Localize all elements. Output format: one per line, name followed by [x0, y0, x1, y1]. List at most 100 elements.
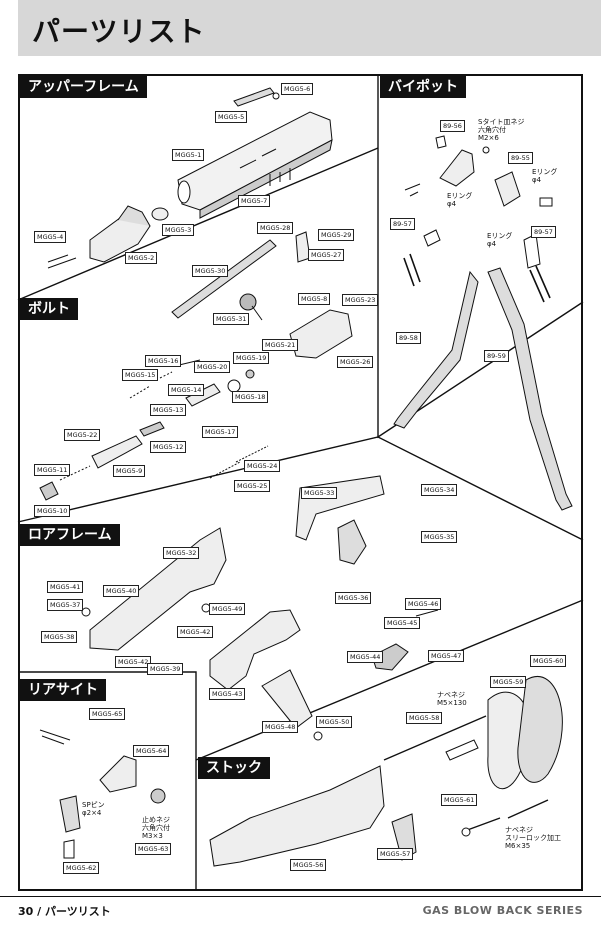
divider-stock [195, 599, 584, 761]
part-label: MGG5-64 [133, 745, 170, 757]
footer-left: 30 / パーツリスト [18, 905, 111, 918]
part-label: MGG5-26 [337, 356, 374, 368]
part-label: MGG5-62 [63, 862, 100, 874]
part-label: MGG5-32 [163, 547, 200, 559]
diagram-frame [18, 74, 583, 891]
part-label: MGG5-44 [347, 651, 384, 663]
part-label: 89-55 [508, 152, 533, 164]
part-label: MGG5-50 [316, 716, 353, 728]
part-label: MGG5-42 [115, 656, 152, 668]
section-lower-frame: ロアフレーム [20, 524, 120, 546]
part-label: MGG5-14 [168, 384, 205, 396]
part-label: 89-58 [396, 332, 421, 344]
upper-frame-art [47, 87, 333, 269]
part-label: MGG5-56 [290, 859, 327, 871]
part-label: MGG5-13 [150, 404, 187, 416]
section-upper-frame: アッパーフレーム [20, 76, 147, 98]
part-label: MGG5-57 [377, 848, 414, 860]
part-label: MGG5-46 [405, 598, 442, 610]
part-label: MGG5-39 [147, 663, 184, 675]
part-label: MGG5-17 [202, 426, 239, 438]
part-label: MGG5-10 [34, 505, 71, 517]
part-label: MGG5-29 [318, 229, 355, 241]
part-label: MGG5-61 [441, 794, 478, 806]
part-label: 89-57 [390, 218, 415, 230]
part-label: MGG5-2 [125, 252, 158, 264]
divider-bolt-lower [17, 436, 584, 541]
part-label: MGG5-22 [64, 429, 101, 441]
part-label: MGG5-6 [281, 83, 314, 95]
footer-series: GAS BLOW BACK SERIES [422, 904, 583, 917]
stock-art [209, 676, 563, 867]
section-stock: ストック [198, 757, 270, 779]
part-label: MGG5-11 [34, 464, 71, 476]
part-label: MGG5-30 [192, 265, 229, 277]
part-label: MGG5-42 [177, 626, 214, 638]
part-label: MGG5-49 [209, 603, 246, 615]
lower-frame-art [81, 475, 441, 741]
part-label: MGG5-40 [103, 585, 140, 597]
part-label: MGG5-47 [428, 650, 465, 662]
part-label: MGG5-23 [342, 294, 379, 306]
part-label: MGG5-1 [172, 149, 205, 161]
part-label: MGG5-24 [244, 460, 281, 472]
bipod-art [393, 135, 573, 511]
part-label: MGG5-41 [47, 581, 84, 593]
part-label: MGG5-15 [122, 369, 159, 381]
part-label: MGG5-12 [150, 441, 187, 453]
part-label: MGG5-60 [530, 655, 567, 667]
part-label: MGG5-20 [194, 361, 231, 373]
part-label: MGG5-38 [41, 631, 78, 643]
part-label: MGG5-19 [233, 352, 270, 364]
part-label: MGG5-36 [335, 592, 372, 604]
part-label: MGG5-3 [162, 224, 195, 236]
footer-rule [0, 896, 601, 897]
part-label: MGG5-58 [406, 712, 443, 724]
part-label: MGG5-25 [234, 480, 271, 492]
rear-sight-art [39, 729, 166, 859]
part-label: 89-56 [440, 120, 465, 132]
part-label: MGG5-16 [145, 355, 182, 367]
part-label: MGG5-7 [238, 195, 271, 207]
part-label: MGG5-31 [213, 313, 250, 325]
page-number: 30 [18, 905, 34, 918]
footer-title: パーツリスト [45, 905, 111, 918]
page-title: パーツリスト [32, 15, 206, 48]
part-label: MGG5-37 [47, 599, 84, 611]
part-label: MGG5-21 [262, 339, 299, 351]
part-label: MGG5-48 [262, 721, 299, 733]
part-label: MGG5-4 [34, 231, 67, 243]
part-label: MGG5-34 [421, 484, 458, 496]
part-label: MGG5-45 [384, 617, 421, 629]
part-label: MGG5-9 [113, 465, 146, 477]
part-label: MGG5-27 [308, 249, 345, 261]
part-label: MGG5-5 [215, 111, 248, 123]
part-label: MGG5-18 [232, 391, 269, 403]
part-label: MGG5-8 [298, 293, 331, 305]
part-label: MGG5-63 [135, 843, 172, 855]
part-label: MGG5-43 [209, 688, 246, 700]
part-label: MGG5-33 [301, 487, 338, 499]
bolt-art [39, 231, 353, 501]
part-label: MGG5-65 [89, 708, 126, 720]
part-label: 89-57 [531, 226, 556, 238]
section-bipod: バイポット [380, 76, 466, 98]
part-label: MGG5-59 [490, 676, 527, 688]
divider-upper-bolt [17, 147, 379, 301]
section-bolt: ボルト [20, 298, 78, 320]
part-label: MGG5-35 [421, 531, 458, 543]
part-label: MGG5-28 [257, 222, 294, 234]
divider-bipod [377, 76, 584, 439]
divider-rearsight [18, 671, 197, 889]
section-rear-sight: リアサイト [20, 679, 106, 701]
page-title-bar: パーツリスト [18, 0, 601, 56]
part-label: 89-59 [484, 350, 509, 362]
